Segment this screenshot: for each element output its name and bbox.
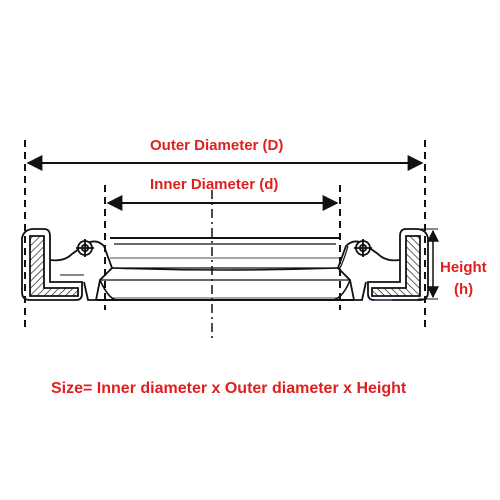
right-metal-case (371, 235, 421, 297)
size-formula-caption: Size= Inner diameter x Outer diameter x … (51, 380, 407, 397)
inner-diameter-label: Inner Diameter (d) (150, 176, 279, 193)
left-seal-section (21, 228, 114, 301)
height-label: Height (440, 259, 487, 276)
right-seal-outer-profile (367, 228, 429, 301)
right-seal-section (336, 228, 429, 301)
height-symbol-label: (h) (454, 281, 474, 298)
outer-diameter-label: Outer Diameter (D) (150, 137, 284, 154)
seal-inner-ring-band (96, 237, 354, 301)
left-seal-outer-profile (21, 228, 83, 301)
left-metal-case (29, 235, 79, 297)
